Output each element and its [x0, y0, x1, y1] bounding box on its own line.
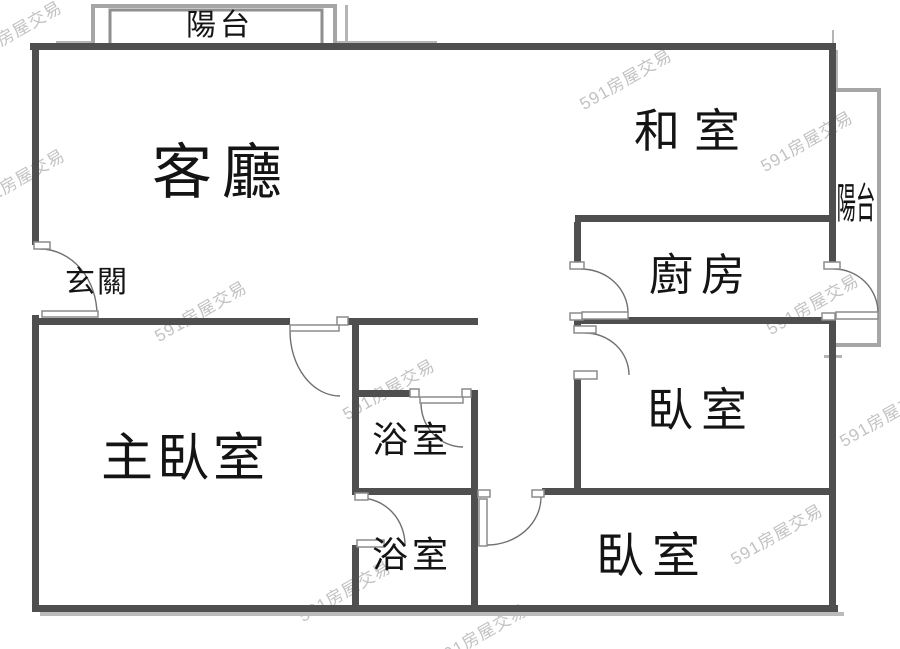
- room-label-bathroom2: 浴室: [371, 535, 453, 575]
- door-entrance: [33, 241, 99, 318]
- room-label-master-bedroom: 主臥室: [100, 431, 270, 488]
- balcony-top-walls: [56, 4, 437, 47]
- room-label-bedroom2: 臥室: [595, 530, 709, 583]
- wall-shadow: [40, 612, 844, 616]
- outer-walls: [30, 43, 838, 612]
- inner-walls: [39, 215, 836, 605]
- room-label-tatami: 和室: [634, 106, 754, 157]
- door-bathroom1: [409, 388, 472, 448]
- room-label-bedroom1: 臥室: [647, 385, 755, 436]
- door-bedroom1: [573, 325, 630, 380]
- door-master-bedroom: [289, 316, 349, 397]
- door-bedroom2: [477, 489, 545, 547]
- door-bathroom2: [354, 492, 406, 548]
- room-label-living: 客廳: [152, 140, 292, 206]
- room-label-kitchen: 廚房: [649, 251, 753, 300]
- room-label-bathroom1: 浴室: [371, 420, 453, 460]
- door-kitchen-balcony: [821, 261, 879, 321]
- room-label-entrance: 玄關: [65, 266, 129, 299]
- room-label-balcony-right: 陽台: [836, 182, 876, 228]
- balcony-top-window: [108, 8, 324, 47]
- room-label-balcony-top: 陽台: [186, 9, 254, 42]
- door-kitchen-entry: [569, 261, 629, 321]
